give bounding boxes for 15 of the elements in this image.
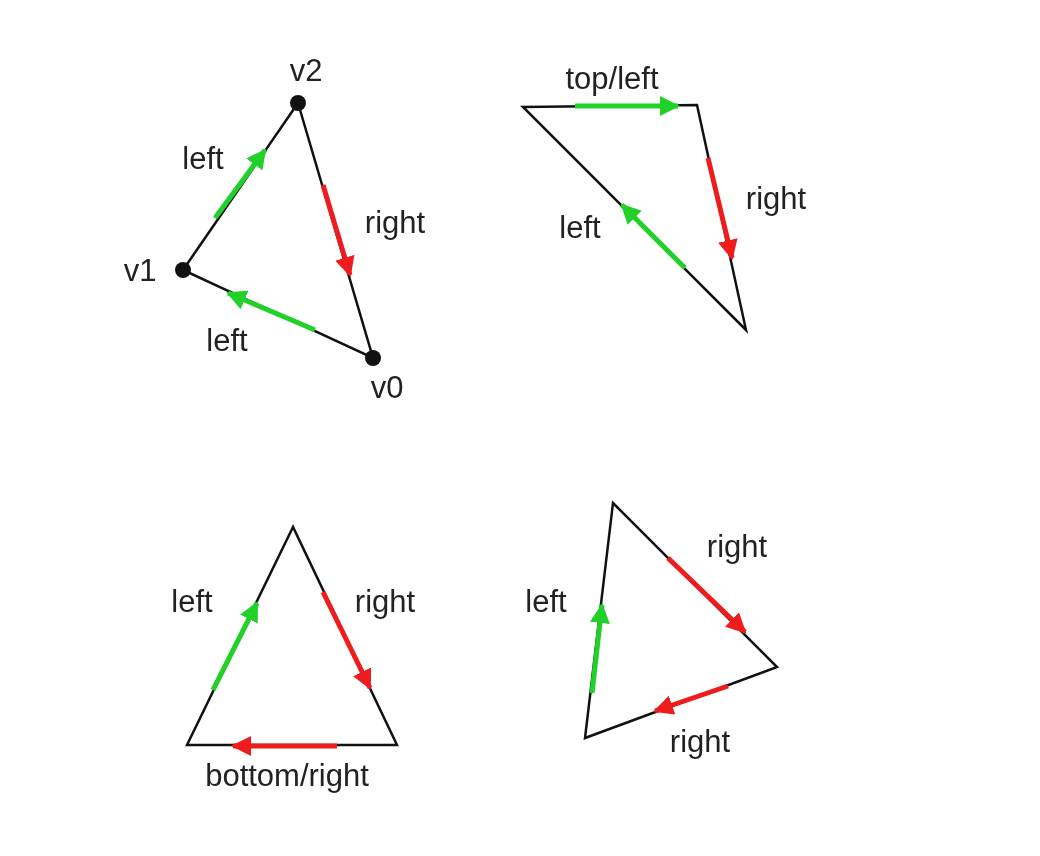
side-label: bottom/right [205, 759, 369, 791]
side-label: left [182, 142, 224, 174]
side-label: right [745, 182, 807, 214]
side-label: top/left [565, 62, 659, 94]
vertex-label: v1 [123, 254, 157, 286]
side-label: left [206, 324, 248, 356]
side-label: right [354, 585, 416, 617]
vertex-label: v2 [289, 54, 323, 86]
side-label: right [706, 530, 768, 562]
side-label: right [669, 725, 731, 757]
side-label: right [364, 206, 426, 238]
side-label: left [559, 211, 601, 243]
vertex-label: v0 [370, 371, 404, 403]
side-label: left [525, 585, 567, 617]
side-label: left [171, 585, 213, 617]
